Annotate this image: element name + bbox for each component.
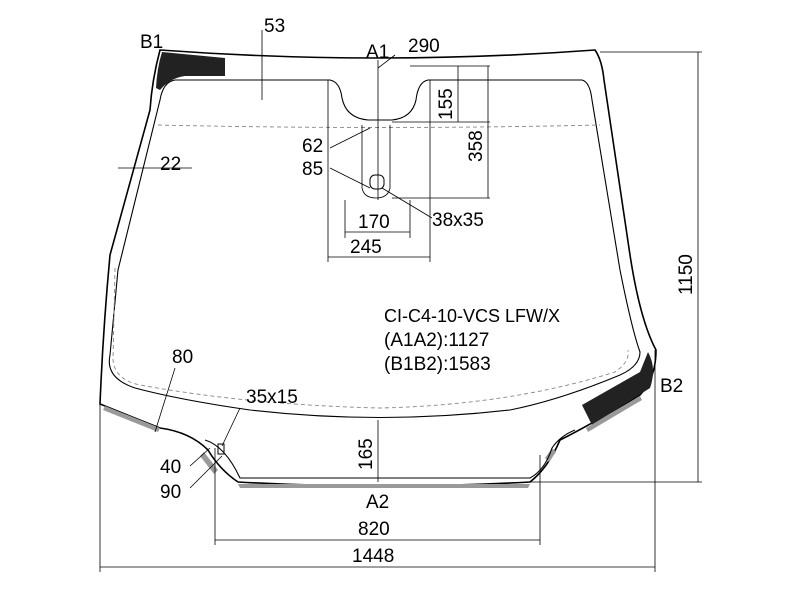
b2-band <box>582 352 654 425</box>
dim-40-leader <box>189 447 211 467</box>
dim-53-text: 53 <box>264 16 285 37</box>
dim-1448-text: 1448 <box>352 546 394 567</box>
part-code: CI-C4-10-VCS LFW/X <box>384 306 560 326</box>
dim-358-text: 358 <box>466 130 487 162</box>
dim-85-text: 85 <box>302 159 323 180</box>
dim-290-leader <box>377 54 396 69</box>
label-b2: B2 <box>660 376 683 397</box>
left-edge-strip <box>103 406 160 432</box>
label-a2: A2 <box>366 492 389 513</box>
dim-35x15-leader <box>221 407 241 447</box>
dim-1150-text: 1150 <box>676 254 697 295</box>
dim-245-text: 245 <box>350 237 382 258</box>
right-edge-strip <box>586 396 642 432</box>
dim-22-text: 22 <box>160 154 181 175</box>
dim-62-leader <box>329 127 371 149</box>
dim-820-text: 820 <box>358 519 390 540</box>
dim-38x35-leader <box>381 187 433 219</box>
dim-290-text: 290 <box>408 36 440 57</box>
bottom-strip <box>238 484 530 488</box>
inner-dashed-outline <box>112 267 629 409</box>
dim-80-text: 80 <box>172 347 193 368</box>
label-a1: A1 <box>366 42 389 63</box>
dim-85-leader <box>329 167 371 189</box>
dim-165-text: 165 <box>356 438 377 470</box>
dim-155-text: 155 <box>436 88 457 120</box>
dim-90-text: 90 <box>160 482 181 503</box>
dim-35x15-text: 35x15 <box>246 387 298 408</box>
dim-170-text: 170 <box>358 212 390 233</box>
label-b1: B1 <box>140 32 163 53</box>
glass-outline <box>99 49 657 487</box>
dim-62-text: 62 <box>302 136 323 157</box>
sensor-area <box>361 125 391 199</box>
sensor-window <box>369 174 385 190</box>
upper-dashed-line <box>157 124 601 128</box>
b1b2-value: (B1B2):1583 <box>384 354 491 375</box>
lower-tab <box>204 429 576 479</box>
dim-80-leader <box>154 367 176 433</box>
dim-90-leader <box>189 455 223 489</box>
lower-left-strip <box>200 452 218 474</box>
dim-40-text: 40 <box>160 457 181 478</box>
small-rect-35x15 <box>217 443 225 455</box>
dim-38x35-text: 38x35 <box>432 210 484 231</box>
inner-outline <box>108 79 641 419</box>
a1a2-value: (A1A2):1127 <box>384 330 489 351</box>
b1-band <box>156 52 225 90</box>
